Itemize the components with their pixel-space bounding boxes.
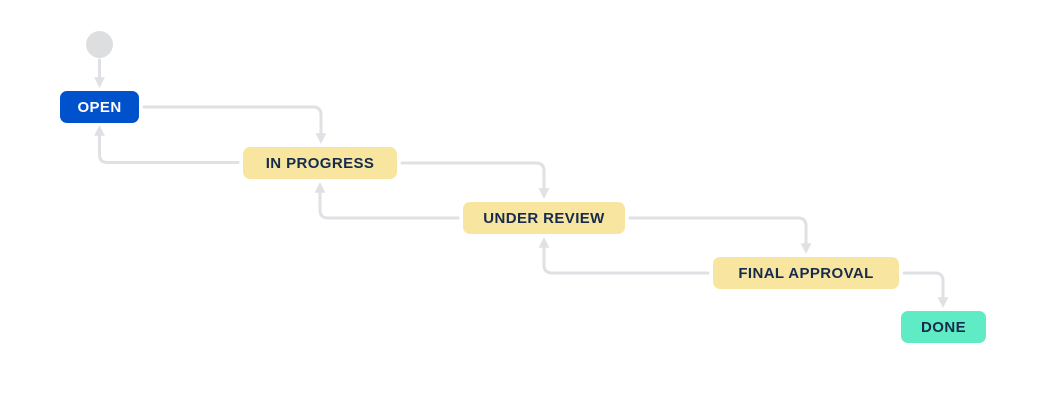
transition-arrow-in-progress-to-open [94, 125, 240, 164]
transition-arrow-in-progress-to-under-review [400, 161, 550, 199]
status-lozenge-final-approval[interactable]: FINAL APPROVAL [713, 257, 899, 289]
transition-arrow-final-approval-to-done [902, 271, 949, 308]
status-lozenge-under-review[interactable]: UNDER REVIEW [463, 202, 625, 234]
transition-arrow-under-review-to-final-approval [628, 216, 812, 254]
transition-arrow-final-approval-to-under-review [538, 237, 710, 275]
workflow-start-point [86, 31, 113, 58]
transition-arrow-open-to-in-progress [142, 105, 327, 144]
status-lozenge-in-progress[interactable]: IN PROGRESS [243, 147, 397, 179]
status-lozenge-open[interactable]: OPEN [60, 91, 139, 123]
status-lozenge-done[interactable]: DONE [901, 311, 986, 343]
transition-arrow-under-review-to-in-progress [314, 182, 460, 220]
